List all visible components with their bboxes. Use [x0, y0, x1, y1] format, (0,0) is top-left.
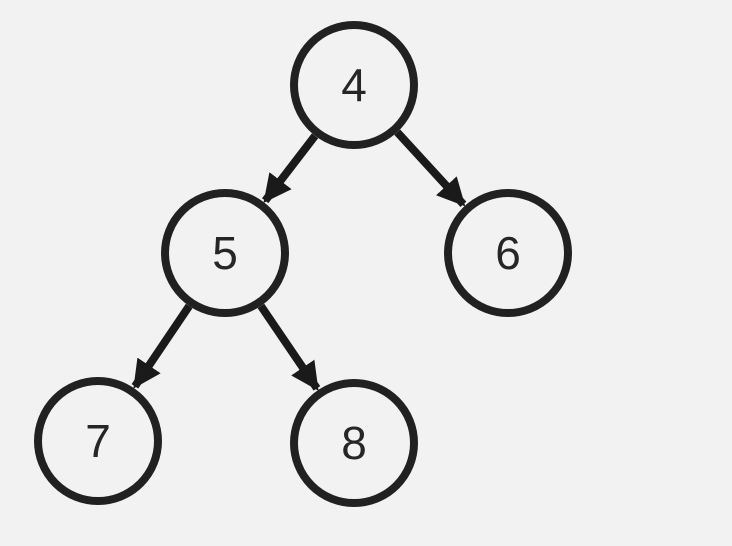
- tree-node-5: 5: [161, 189, 289, 317]
- tree-node-label-4: 4: [341, 59, 367, 111]
- tree-node-circle-7: [34, 377, 162, 505]
- tree-node-circle-4: [290, 21, 418, 149]
- tree-node-circle-5: [161, 189, 289, 317]
- tree-node-4: 4: [290, 21, 418, 149]
- tree-edge-5-8: [257, 303, 321, 391]
- tree-edge-4-5: [262, 133, 319, 204]
- tree-node-label-5: 5: [212, 227, 238, 279]
- tree-node-6: 6: [444, 189, 572, 317]
- tree-edge-4-6: [394, 129, 467, 208]
- tree-node-label-7: 7: [85, 415, 111, 467]
- tree-node-8: 8: [290, 379, 418, 507]
- tree-node-label-6: 6: [495, 227, 521, 279]
- tree-edge-5-7: [131, 303, 193, 389]
- tree-node-7: 7: [34, 377, 162, 505]
- tree-node-circle-8: [290, 379, 418, 507]
- tree-node-label-8: 8: [341, 417, 367, 469]
- tree-node-circle-6: [444, 189, 572, 317]
